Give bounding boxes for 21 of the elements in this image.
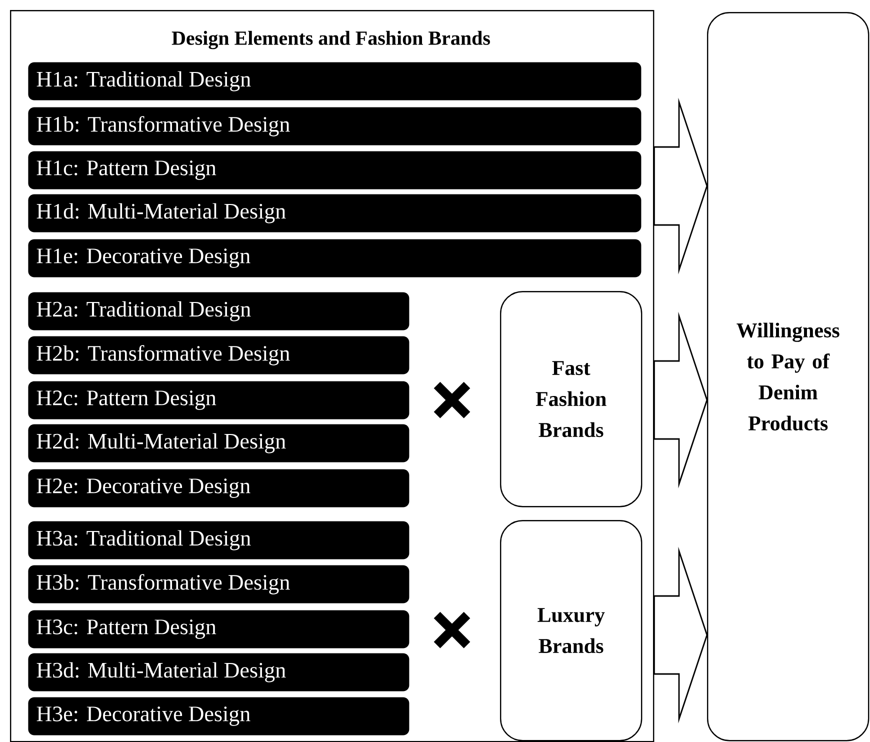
block-arrow <box>654 546 708 724</box>
hypothesis-bar: H3a: Traditional Design <box>28 521 410 560</box>
hypothesis-bar: H1c: Pattern Design <box>28 151 642 190</box>
hypothesis-bar: H1a: Traditional Design <box>28 62 642 100</box>
hypothesis-bar: H3b: Transformative Design <box>28 565 410 604</box>
hypothesis-bar: H1e: Decorative Design <box>28 239 642 278</box>
brand-box: Fast Fashion Brands <box>500 291 642 508</box>
hypothesis-bar: H2a: Traditional Design <box>28 292 410 330</box>
block-arrow <box>654 98 708 274</box>
hypothesis-bar: H1d: Multi-Material Design <box>28 194 642 232</box>
hypothesis-bar: H2e: Decorative Design <box>28 469 410 508</box>
hypothesis-bar: H3e: Decorative Design <box>28 697 410 736</box>
hypothesis-bar: H2b: Transformative Design <box>28 336 410 374</box>
hypothesis-bar: H2c: Pattern Design <box>28 381 410 420</box>
hypothesis-bar: H3d: Multi-Material Design <box>28 653 410 692</box>
hypothesis-bar: H2d: Multi-Material Design <box>28 424 410 462</box>
hypothesis-bar: H1b: Transformative Design <box>28 107 642 146</box>
block-arrow <box>654 312 708 488</box>
brand-box: Luxury Brands <box>500 520 642 742</box>
outcome-box: Willingness to Pay of Denim Products <box>707 12 870 742</box>
hypothesis-bar: H3c: Pattern Design <box>28 610 410 648</box>
